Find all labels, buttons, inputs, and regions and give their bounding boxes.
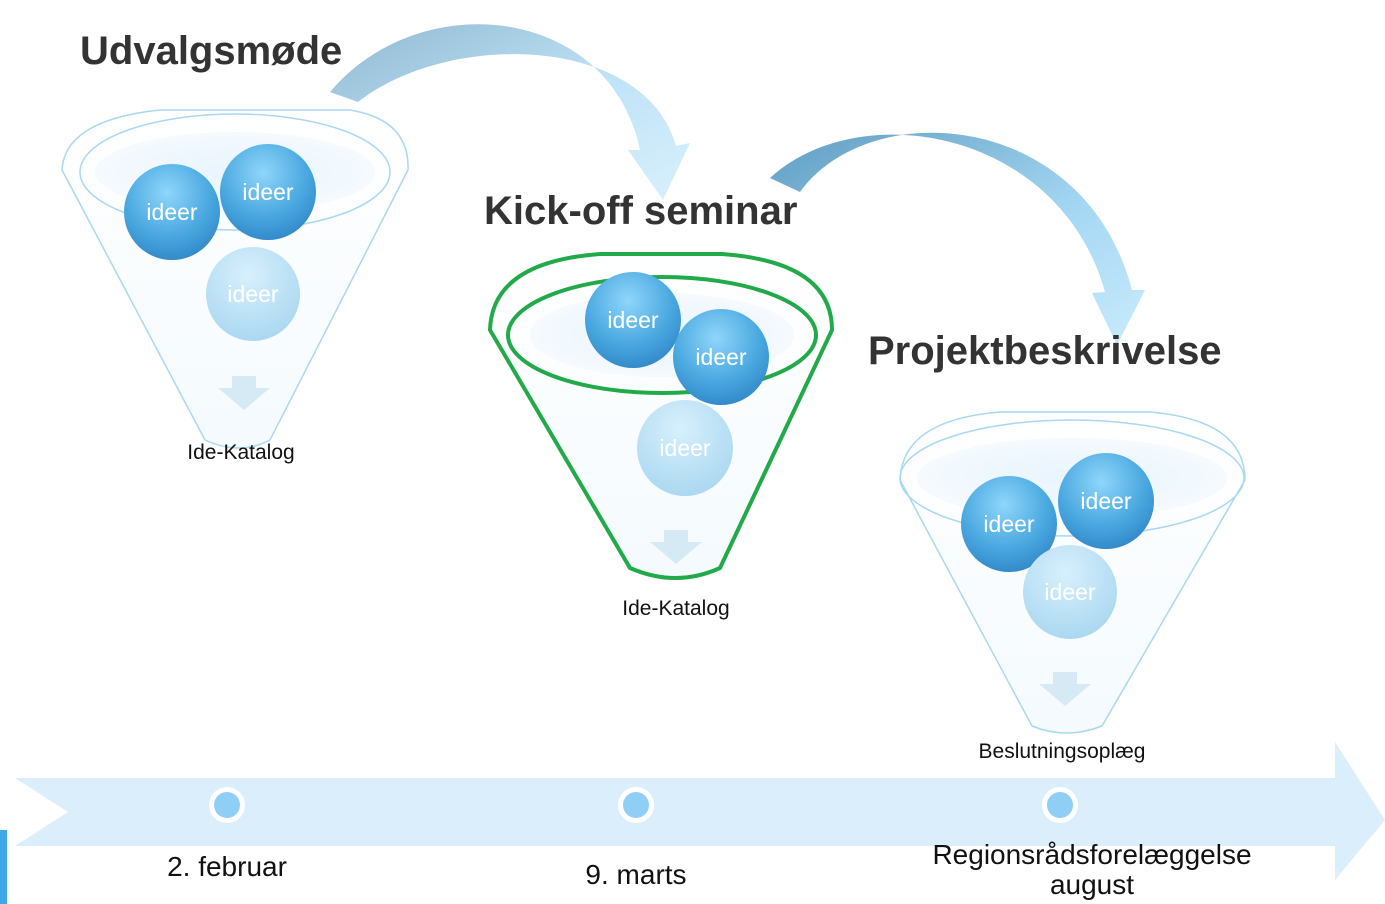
output-label-3: Beslutningsoplæg bbox=[979, 740, 1146, 763]
svg-text:ideer: ideer bbox=[659, 435, 710, 461]
svg-text:ideer: ideer bbox=[1044, 579, 1095, 605]
down-arrow-icon bbox=[218, 376, 270, 410]
curved-arrow-1 bbox=[330, 24, 690, 200]
svg-text:ideer: ideer bbox=[242, 179, 293, 205]
output-label-2: Ide-Katalog bbox=[622, 597, 729, 620]
output-label-1: Ide-Katalog bbox=[187, 441, 294, 464]
svg-text:ideer: ideer bbox=[695, 344, 746, 370]
milestone-label-3: Regionsrådsforelæggelse bbox=[932, 839, 1251, 870]
svg-text:ideer: ideer bbox=[983, 511, 1034, 537]
milestone-dot-1 bbox=[209, 787, 245, 823]
timeline-arrow bbox=[15, 742, 1385, 880]
milestone-dot-2 bbox=[618, 787, 654, 823]
down-arrow-icon bbox=[650, 530, 702, 564]
stage-title-2: Kick-off seminar bbox=[484, 189, 797, 233]
milestone-label-1: 2. februar bbox=[167, 851, 287, 882]
idea-ball-1b: ideer bbox=[220, 144, 316, 240]
milestone-dot-3 bbox=[1042, 787, 1078, 823]
curved-arrow-2 bbox=[770, 132, 1145, 345]
svg-text:ideer: ideer bbox=[607, 307, 658, 333]
milestone-label-2: 9. marts bbox=[585, 859, 686, 890]
idea-ball-2b: ideer bbox=[673, 309, 769, 405]
svg-text:ideer: ideer bbox=[1080, 488, 1131, 514]
idea-ball-3a: ideer bbox=[961, 476, 1057, 572]
idea-ball-1c: ideer bbox=[206, 247, 300, 341]
idea-ball-2a: ideer bbox=[585, 272, 681, 368]
milestone-label-3b: august bbox=[1050, 869, 1134, 900]
svg-text:ideer: ideer bbox=[146, 199, 197, 225]
stage-title-1: Udvalgsmøde bbox=[80, 29, 342, 73]
idea-ball-3b: ideer bbox=[1058, 453, 1154, 549]
idea-ball-3c: ideer bbox=[1023, 545, 1117, 639]
svg-text:ideer: ideer bbox=[227, 281, 278, 307]
idea-ball-2c: ideer bbox=[637, 400, 733, 496]
funnel-1: ideer ideer ideer bbox=[61, 109, 409, 449]
funnel-3: ideer ideer ideer bbox=[899, 411, 1246, 734]
left-edge-bar bbox=[0, 830, 7, 904]
funnel-2: ideer ideer ideer bbox=[487, 252, 835, 580]
idea-ball-1a: ideer bbox=[124, 164, 220, 260]
funnel-2-highlight-rim bbox=[506, 275, 818, 395]
stage-title-3: Projektbeskrivelse bbox=[868, 329, 1222, 373]
down-arrow-icon bbox=[1039, 672, 1091, 706]
